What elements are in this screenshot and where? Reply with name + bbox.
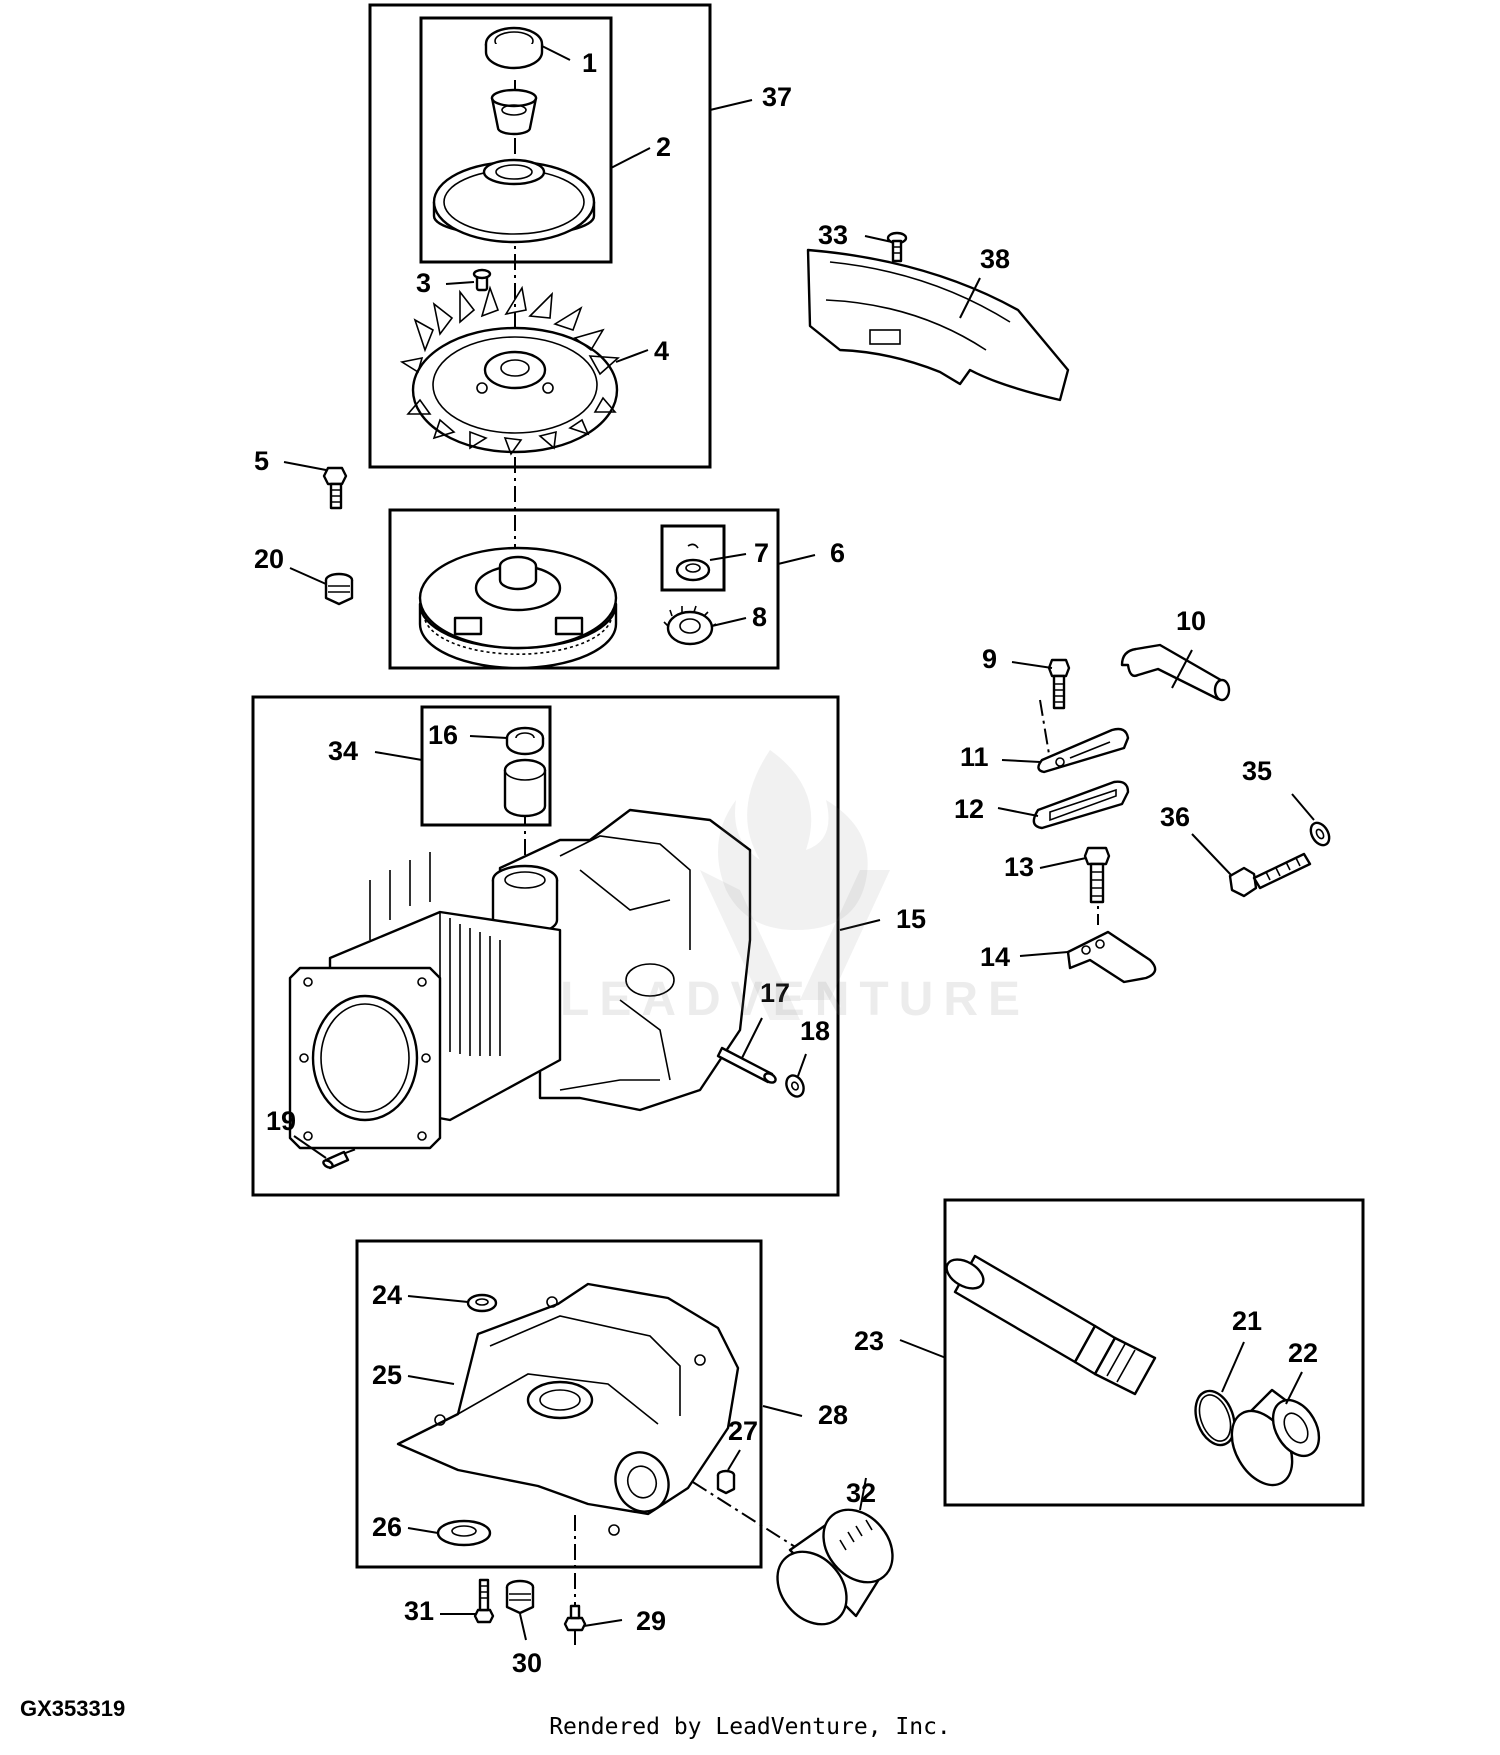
callout-37: 37 xyxy=(762,82,792,112)
part-1-cap-illustration xyxy=(484,26,544,70)
part-38-shield-illustration xyxy=(806,248,1070,402)
callout-2: 2 xyxy=(656,132,671,162)
part-19-dowel-illustration xyxy=(322,1150,350,1170)
part-4-fan-illustration xyxy=(399,285,620,456)
callout-10: 10 xyxy=(1176,606,1206,636)
callout-24: 24 xyxy=(372,1280,402,1310)
part-31-screw-illustration xyxy=(473,1578,495,1624)
part-28-sump-illustration xyxy=(396,1282,740,1536)
part-29-plug-illustration xyxy=(563,1604,587,1632)
callout-7: 7 xyxy=(754,538,769,568)
part-24-seal-illustration xyxy=(466,1293,498,1313)
part-2-retainer-illustration xyxy=(490,88,538,136)
part-21-oring-illustration xyxy=(1194,1389,1236,1447)
group-box-15 xyxy=(251,695,840,1197)
group-box-37 xyxy=(368,3,712,469)
part-23-tube-illustration xyxy=(945,1254,1157,1396)
part-2-cup-illustration xyxy=(432,158,596,244)
callout-labels: 1 2 3 4 5 6 7 8 9 10 11 12 13 14 15 16 1… xyxy=(254,48,1318,1678)
leader-lines xyxy=(283,45,1315,1641)
callout-26: 26 xyxy=(372,1512,402,1542)
part-5-bolt-illustration xyxy=(322,466,348,510)
callout-1: 1 xyxy=(582,48,597,78)
callout-25: 25 xyxy=(372,1360,402,1390)
part-18-nut-illustration xyxy=(785,1074,805,1098)
part-26-washer-illustration xyxy=(436,1519,492,1547)
callout-5: 5 xyxy=(254,446,269,476)
part-10-tube-illustration xyxy=(1120,643,1231,702)
part-6-flywheel-illustration xyxy=(418,546,618,670)
callout-17: 17 xyxy=(760,978,790,1008)
group-box-23 xyxy=(943,1198,1365,1507)
part-32-filter-illustration xyxy=(776,1508,894,1626)
watermark-text: LEADVENTURE xyxy=(560,973,1031,1026)
callout-15: 15 xyxy=(896,904,926,934)
callout-33: 33 xyxy=(818,220,848,250)
callout-3: 3 xyxy=(416,268,431,298)
part-14-plate-illustration xyxy=(1066,930,1157,984)
callout-18: 18 xyxy=(800,1016,830,1046)
part-34-bushing-illustration xyxy=(503,758,547,818)
part-11-bracket-illustration xyxy=(1037,727,1130,774)
part-30-plug-illustration xyxy=(505,1579,535,1615)
callout-19: 19 xyxy=(266,1106,296,1136)
callout-27: 27 xyxy=(728,1416,758,1446)
callout-8: 8 xyxy=(752,602,767,632)
part-17-pin-illustration xyxy=(716,1046,777,1084)
callout-11: 11 xyxy=(960,742,989,772)
callout-20: 20 xyxy=(254,544,284,574)
part-27-plug-illustration xyxy=(716,1469,736,1495)
callout-28: 28 xyxy=(818,1400,848,1430)
callout-29: 29 xyxy=(636,1606,666,1636)
part-13-bolt-illustration xyxy=(1083,846,1111,904)
diagram-id-label: GX353319 xyxy=(20,1696,126,1721)
callout-31: 31 xyxy=(404,1596,434,1626)
callout-23: 23 xyxy=(854,1326,884,1356)
part-33-screw-illustration xyxy=(886,231,908,263)
callout-13: 13 xyxy=(1004,852,1034,882)
part-12-gasket-illustration xyxy=(1032,780,1130,830)
callout-4: 4 xyxy=(654,336,669,366)
group-box-34 xyxy=(420,705,552,827)
axis-line-bracket xyxy=(1039,699,1051,761)
callout-38: 38 xyxy=(980,244,1010,274)
callout-21: 21 xyxy=(1232,1306,1262,1336)
part-35-nut-illustration xyxy=(1309,821,1331,847)
callout-14: 14 xyxy=(980,942,1010,972)
callout-12: 12 xyxy=(954,794,984,824)
part-22-cap-illustration xyxy=(1230,1388,1321,1487)
part-15-block-illustration xyxy=(288,808,752,1150)
callout-34: 34 xyxy=(328,736,358,766)
part-8-gear-illustration xyxy=(663,605,717,646)
callout-30: 30 xyxy=(512,1648,542,1678)
callout-22: 22 xyxy=(1288,1338,1318,1368)
part-9-bolt-illustration xyxy=(1047,658,1071,710)
callout-16: 16 xyxy=(428,720,458,750)
callout-32: 32 xyxy=(846,1478,876,1508)
part-36-bolt-illustration xyxy=(1228,852,1312,898)
group-box-28 xyxy=(355,1239,763,1569)
part-7-bearing-illustration xyxy=(675,543,711,582)
part-20-plug-illustration xyxy=(324,572,354,606)
callout-36: 36 xyxy=(1160,802,1190,832)
callout-6: 6 xyxy=(830,538,845,568)
part-3-screw-illustration xyxy=(472,268,492,292)
callout-9: 9 xyxy=(982,644,997,674)
part-16-bearing-illustration xyxy=(505,726,545,756)
group-box-6 xyxy=(388,508,780,670)
callout-35: 35 xyxy=(1242,756,1272,786)
render-credit: Rendered by LeadVenture, Inc. xyxy=(549,1714,951,1740)
